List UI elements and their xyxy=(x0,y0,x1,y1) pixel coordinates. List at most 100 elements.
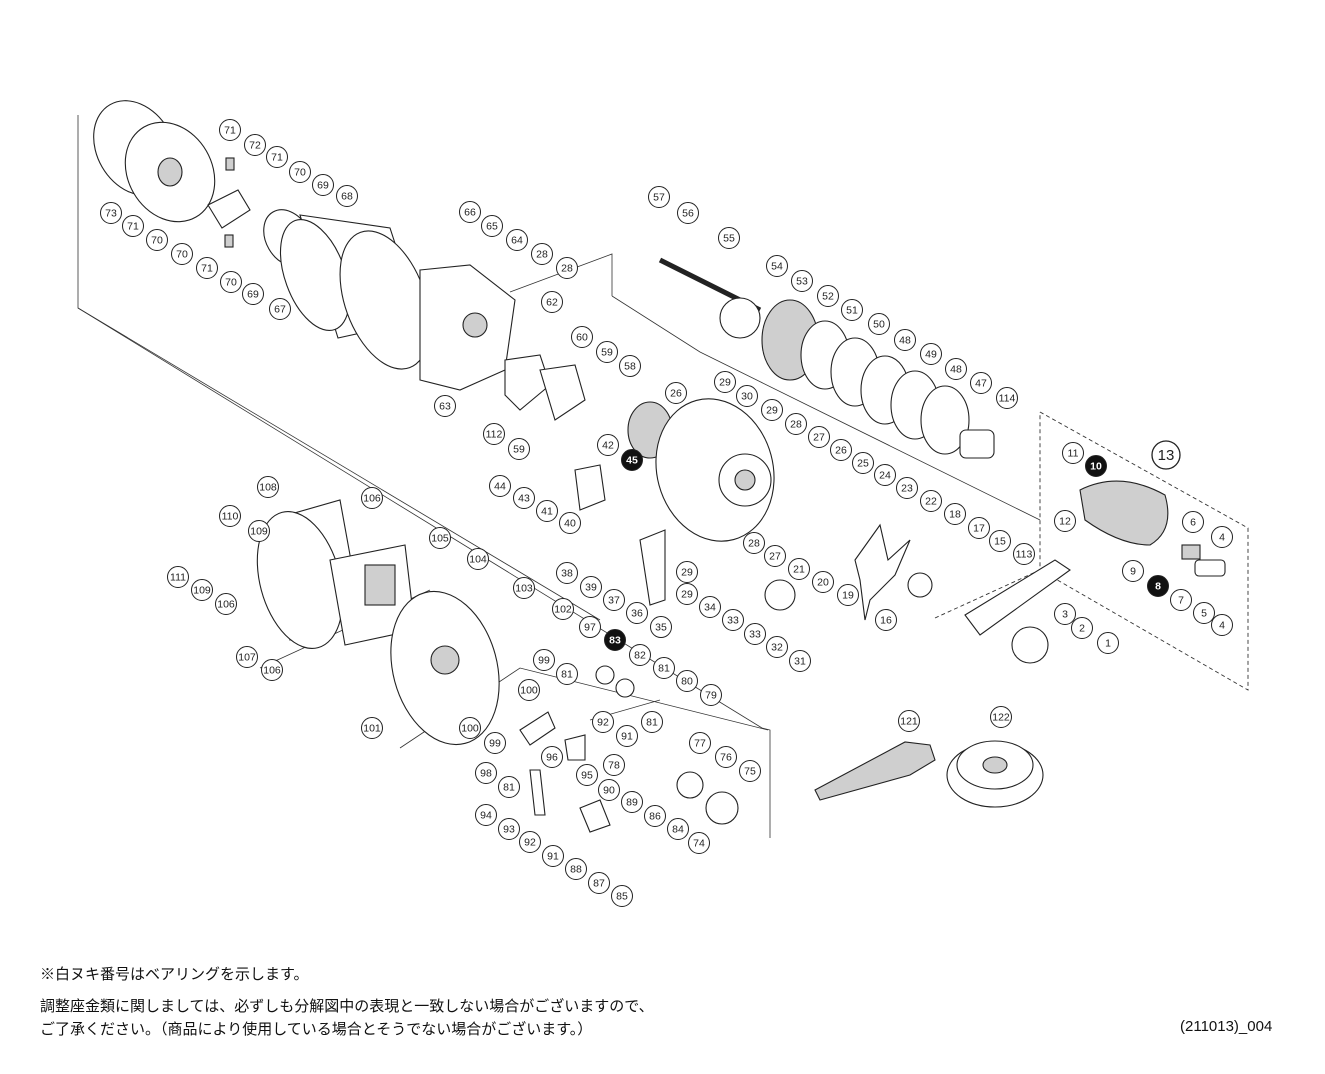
part-callout-17: 17 xyxy=(968,517,990,539)
part-callout-65: 65 xyxy=(481,215,503,237)
part-number: 71 xyxy=(271,152,283,164)
part-callouts: 7172717069687371707071706967666564282862… xyxy=(100,119,1233,907)
part-callout-122: 122 xyxy=(990,706,1012,728)
clutch-parts xyxy=(519,665,739,833)
star-drag-handle xyxy=(854,480,1226,664)
part-callout-9: 9 xyxy=(1122,560,1144,582)
part-number: 27 xyxy=(813,432,825,444)
part-callout-27a: 27 xyxy=(808,426,830,448)
part-callout-96: 96 xyxy=(541,746,563,768)
part-callout-71a: 71 xyxy=(219,119,241,141)
part-callout-47: 47 xyxy=(970,372,992,394)
part-number: 73 xyxy=(105,208,117,220)
part-callout-106c: 106 xyxy=(261,659,283,681)
part-callout-37: 37 xyxy=(603,589,625,611)
part-number: 100 xyxy=(520,685,538,697)
part-number: 93 xyxy=(503,824,515,836)
part-number: 55 xyxy=(723,233,735,245)
part-number: 106 xyxy=(217,599,235,611)
part-number: 37 xyxy=(608,595,620,607)
part-callout-7: 7 xyxy=(1170,589,1192,611)
part-callout-79: 79 xyxy=(700,684,722,706)
part-number: 10 xyxy=(1090,461,1102,473)
part-callout-109a: 109 xyxy=(248,520,270,542)
part-callout-28c: 28 xyxy=(785,413,807,435)
part-callout-10: 10 xyxy=(1085,455,1107,477)
part-callout-105: 105 xyxy=(429,527,451,549)
part-callout-74: 74 xyxy=(688,832,710,854)
part-number: 29 xyxy=(719,377,731,389)
part-callout-21: 21 xyxy=(788,558,810,580)
part-callout-48b: 48 xyxy=(945,358,967,380)
part-callout-5: 5 xyxy=(1193,602,1215,624)
part-callout-76: 76 xyxy=(715,746,737,768)
part-number: 7 xyxy=(1178,595,1184,607)
part-number: 48 xyxy=(950,364,962,376)
part-callout-52: 52 xyxy=(817,285,839,307)
part-number: 31 xyxy=(794,656,806,668)
part-callout-33b: 33 xyxy=(744,623,766,645)
part-number: 98 xyxy=(480,768,492,780)
part-number: 28 xyxy=(561,263,573,275)
part-callout-83: 83 xyxy=(604,629,626,651)
part-callout-28a: 28 xyxy=(531,243,553,265)
part-callout-56: 56 xyxy=(677,202,699,224)
part-callout-99a: 99 xyxy=(533,649,555,671)
part-callout-60: 60 xyxy=(571,326,593,348)
part-number: 13 xyxy=(1158,447,1175,464)
part-number: 81 xyxy=(561,669,573,681)
part-number: 71 xyxy=(201,263,213,275)
part-number: 88 xyxy=(570,864,582,876)
part-number: 64 xyxy=(511,235,523,247)
part-number: 81 xyxy=(503,782,515,794)
part-number: 69 xyxy=(317,180,329,192)
part-number: 23 xyxy=(901,483,913,495)
part-callout-55: 55 xyxy=(718,227,740,249)
part-callout-114: 114 xyxy=(996,387,1018,409)
part-number: 45 xyxy=(626,455,638,467)
part-number: 59 xyxy=(513,444,525,456)
part-number: 122 xyxy=(992,712,1010,724)
part-number: 86 xyxy=(649,811,661,823)
part-callout-54: 54 xyxy=(766,255,788,277)
part-callout-26b: 26 xyxy=(830,439,852,461)
part-callout-94: 94 xyxy=(475,804,497,826)
part-number: 100 xyxy=(461,723,479,735)
part-callout-106a: 106 xyxy=(361,487,383,509)
part-callout-1: 1 xyxy=(1097,632,1119,654)
part-callout-40: 40 xyxy=(559,512,581,534)
part-number: 4 xyxy=(1219,620,1225,632)
part-number: 90 xyxy=(603,785,615,797)
part-callout-103: 103 xyxy=(513,577,535,599)
part-callout-30: 30 xyxy=(736,385,758,407)
part-callout-27b: 27 xyxy=(764,545,786,567)
part-callout-59a: 59 xyxy=(596,341,618,363)
part-number: 28 xyxy=(748,538,760,550)
part-callout-87: 87 xyxy=(588,872,610,894)
part-number: 27 xyxy=(769,551,781,563)
part-number: 6 xyxy=(1190,517,1196,529)
part-callout-4b: 4 xyxy=(1211,614,1233,636)
adjustment-note-line2: ご了承ください。（商品により使用している場合とそうでない場合がございます。） xyxy=(40,1021,593,1038)
part-number: 77 xyxy=(694,738,706,750)
part-number: 71 xyxy=(127,221,139,233)
part-number: 33 xyxy=(749,629,761,641)
part-number: 70 xyxy=(294,167,306,179)
part-number: 49 xyxy=(925,349,937,361)
part-number: 92 xyxy=(524,837,536,849)
part-callout-3: 3 xyxy=(1054,603,1076,625)
part-number: 112 xyxy=(486,429,503,441)
part-callout-42: 42 xyxy=(597,434,619,456)
document-code: (211013)_004 xyxy=(1180,1018,1273,1035)
left-side-plate xyxy=(256,499,500,746)
part-callout-51: 51 xyxy=(841,299,863,321)
part-number: 40 xyxy=(564,518,576,530)
part-number: 80 xyxy=(681,676,693,688)
part-callout-91a: 91 xyxy=(616,725,638,747)
part-callout-77: 77 xyxy=(689,732,711,754)
frame-body xyxy=(279,214,586,421)
part-number: 11 xyxy=(1068,448,1079,460)
part-callout-13: 13 xyxy=(1151,440,1181,470)
part-number: 87 xyxy=(593,878,605,890)
part-callout-113: 113 xyxy=(1013,543,1035,565)
